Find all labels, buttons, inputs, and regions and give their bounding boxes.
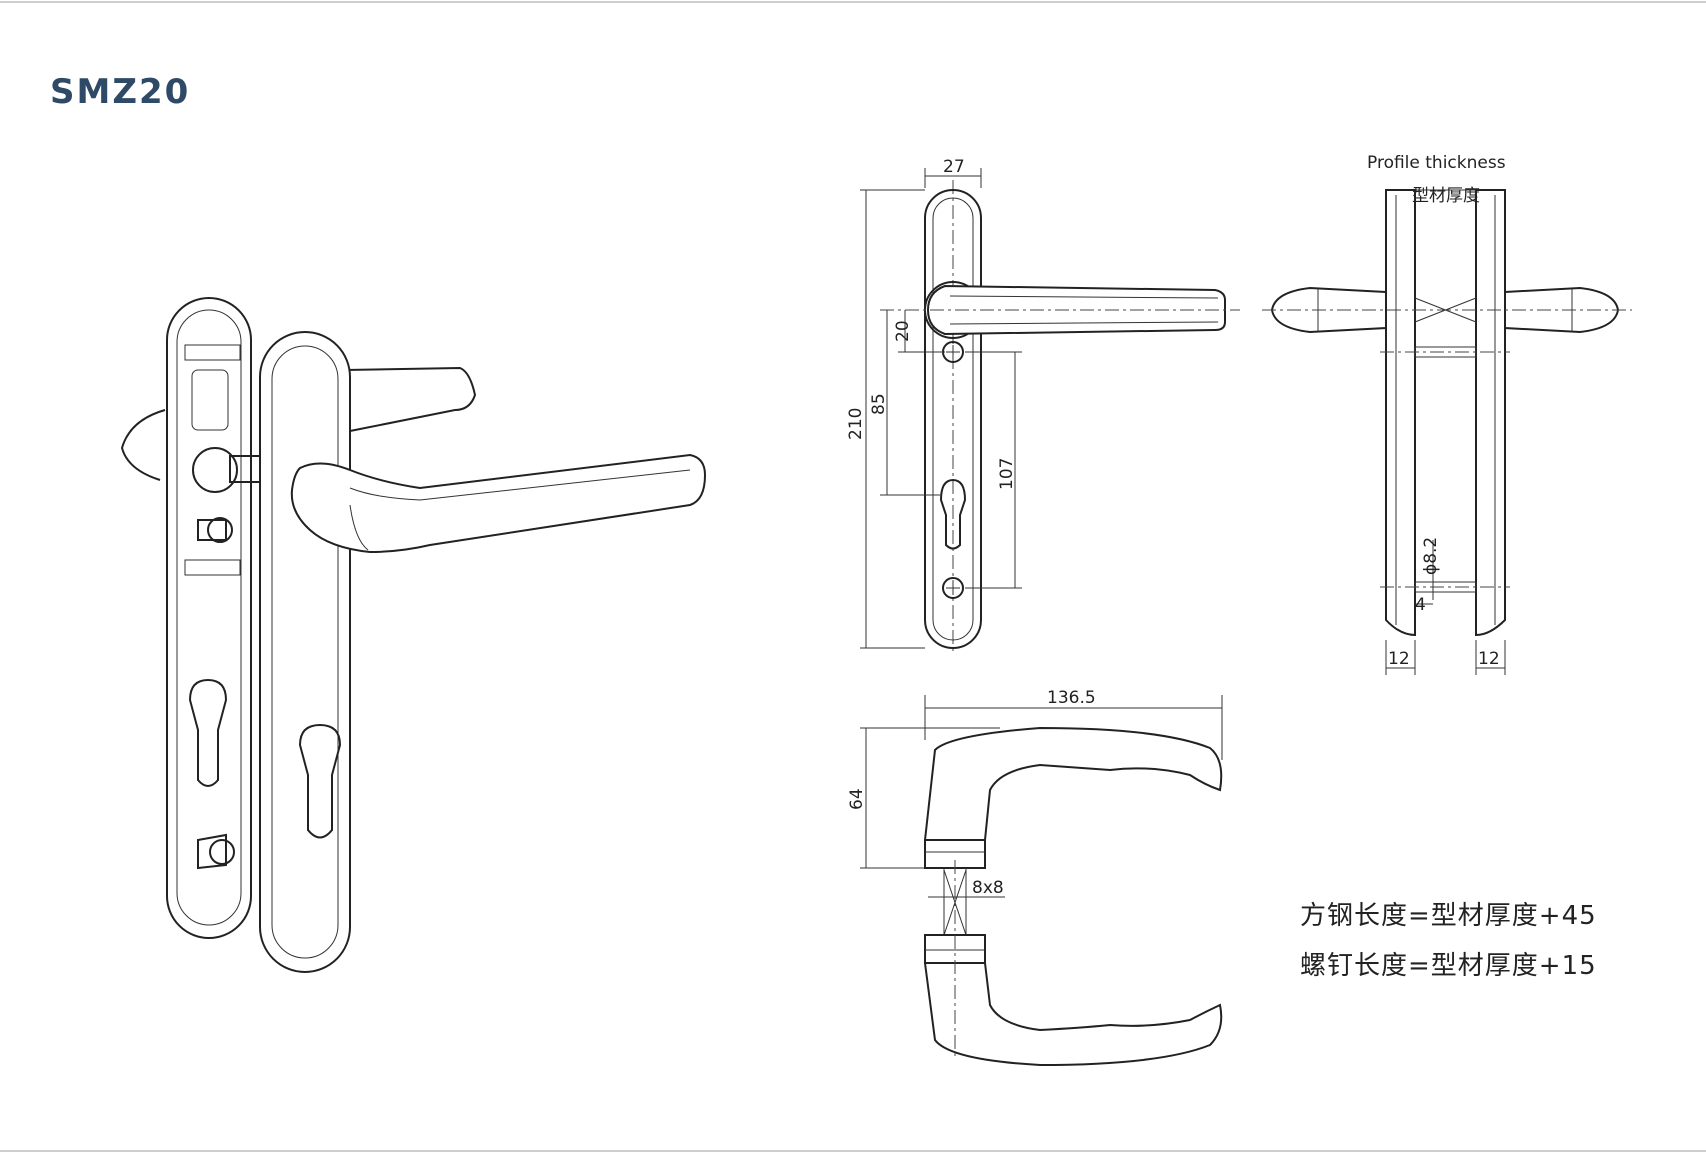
back-plate-boss — [197, 519, 227, 541]
bottom-border — [0, 1150, 1706, 1152]
rear-lever-knob — [120, 409, 166, 481]
dim-left-plate-text: 12 — [1388, 649, 1410, 669]
dim-height-64-text: 64 — [847, 788, 867, 810]
dim-107-text: 107 — [997, 458, 1017, 490]
handle-plan-view: 136.5 64 8x8 — [847, 688, 1223, 1067]
screw-length-note: 螺钉长度=型材厚度+15 — [1300, 951, 1597, 981]
back-plate-lower-post — [209, 839, 235, 865]
spindle-cross-b — [943, 869, 967, 936]
back-plate-cylinder-hole — [188, 678, 228, 787]
side-right-plate — [1475, 189, 1506, 637]
dim-20-text: 20 — [893, 320, 913, 342]
side-view: Profile thickness 型材厚度 ϕ8.2 4 12 — [1262, 153, 1632, 675]
product-title: SMZ20 — [50, 72, 191, 112]
side-left-plate — [1385, 189, 1416, 637]
front-lever-rose-edge — [349, 504, 369, 551]
perspective-illustration — [120, 297, 707, 973]
dim-spindle-text: 8x8 — [972, 878, 1004, 898]
back-plate-clip-mid — [184, 559, 241, 576]
front-plate-inner — [271, 345, 339, 959]
front-lever-edge — [349, 469, 691, 501]
back-plate-screw-post — [207, 517, 233, 543]
back-plate-slot — [191, 369, 229, 431]
back-plate-clip-top — [184, 344, 241, 361]
front-cylinder-hole — [939, 478, 967, 550]
front-lever-outline — [926, 284, 1226, 336]
front-plate — [259, 331, 351, 973]
profile-thickness-label-cn: 型材厚度 — [1412, 186, 1480, 206]
front-plate-outline-inner — [932, 197, 974, 641]
dim-offset-text: 4 — [1415, 595, 1426, 615]
front-lever — [290, 453, 707, 554]
upper-handle — [923, 726, 1223, 841]
back-plate — [166, 297, 252, 939]
front-lever-line-a — [949, 295, 1219, 299]
front-plate-cylinder-hole — [298, 723, 342, 839]
rear-lever — [344, 366, 477, 434]
front-plate-outline — [924, 189, 982, 649]
front-lower-screw — [942, 577, 964, 599]
dim-85-text: 85 — [869, 393, 889, 415]
dim-diameter-text: ϕ8.2 — [1421, 537, 1441, 575]
dim-length-text: 136.5 — [1047, 688, 1096, 708]
dim-width-text: 27 — [943, 157, 965, 177]
back-plate-inner — [176, 309, 242, 926]
back-plate-lower-boss — [197, 833, 227, 870]
spindle-length-note: 方钢长度=型材厚度+45 — [1300, 901, 1597, 931]
back-plate-rose — [192, 447, 238, 493]
lower-handle — [923, 962, 1223, 1067]
front-elevation-view: 27 210 20 85 107 — [846, 157, 1240, 655]
dim-right-plate-text: 12 — [1478, 649, 1500, 669]
top-border — [0, 1, 1706, 3]
profile-thickness-label: Profile thickness — [1367, 153, 1506, 173]
front-lever-line-b — [949, 321, 1219, 325]
dim-height-text: 210 — [846, 408, 866, 440]
